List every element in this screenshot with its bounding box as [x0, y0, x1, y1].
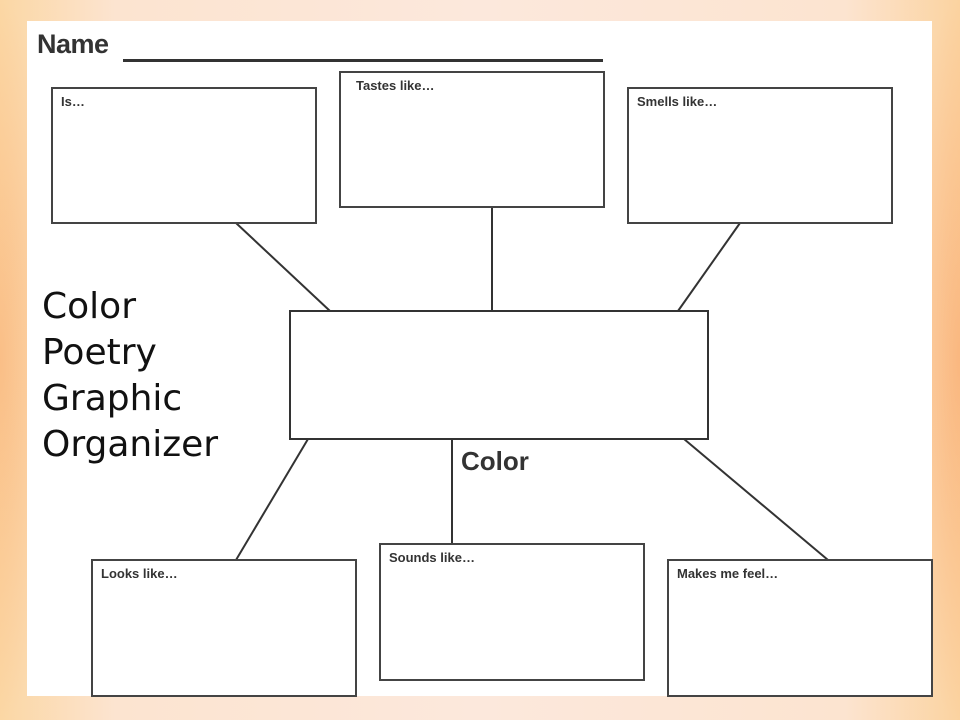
connector-makes-me-feel [683, 438, 829, 561]
slide-title-line-4: Organizer [42, 424, 219, 465]
box-looks-like-label: Looks like… [101, 566, 178, 581]
box-tastes-like[interactable]: Tastes like… [339, 71, 605, 208]
connector-looks-like [235, 438, 309, 561]
box-makes-me-feel[interactable]: Makes me feel… [667, 559, 933, 697]
center-color-label: Color [461, 446, 529, 476]
name-label: Name [37, 29, 109, 59]
box-tastes-like-label: Tastes like… [356, 78, 435, 93]
center-box[interactable] [289, 310, 709, 440]
box-smells-like[interactable]: Smells like… [627, 87, 893, 224]
box-sounds-like[interactable]: Sounds like… [379, 543, 645, 681]
connector-smells-like [677, 222, 741, 312]
worksheet-page: Name Is… Tastes like… Smells like… Color… [27, 21, 933, 697]
connector-lines [235, 207, 829, 561]
box-sounds-like-label: Sounds like… [389, 550, 475, 565]
box-is[interactable]: Is… [51, 87, 317, 224]
slide-title-line-3: Graphic [42, 378, 183, 419]
box-is-label: Is… [61, 94, 85, 109]
box-makes-me-feel-label: Makes me feel… [677, 566, 779, 581]
box-looks-like[interactable]: Looks like… [91, 559, 357, 697]
slide-title-line-1: Color [42, 286, 136, 327]
connector-is [235, 222, 331, 312]
slide-title-line-2: Poetry [42, 332, 157, 373]
name-write-line [123, 59, 603, 62]
box-smells-like-label: Smells like… [637, 94, 718, 109]
slide-title: Color Poetry Graphic Organizer [42, 284, 225, 468]
